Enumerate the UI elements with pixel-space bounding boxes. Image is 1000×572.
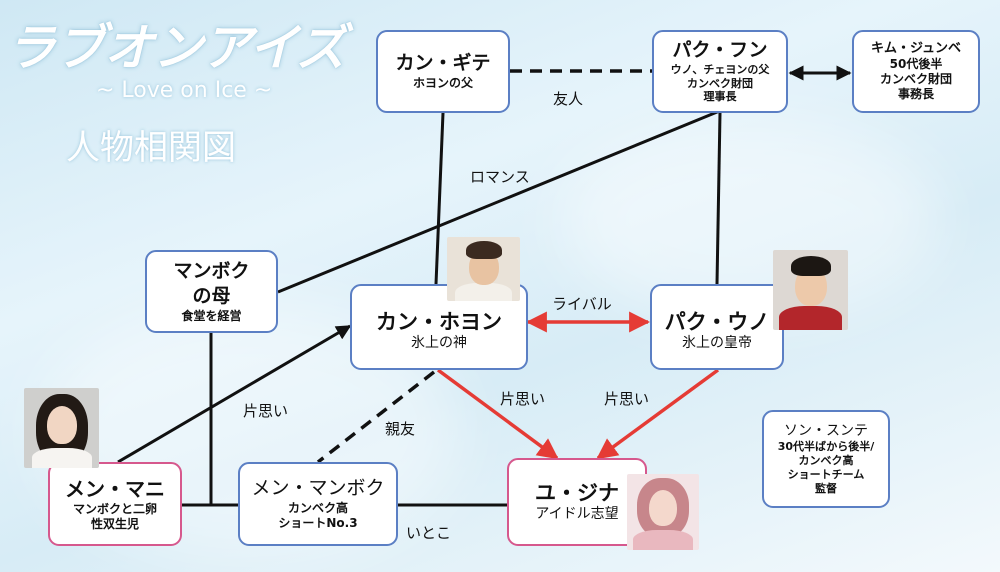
gite-hoyon-line: [434, 112, 445, 285]
node-desc: ウノ、チェヨンの父: [670, 62, 770, 76]
photo-male-icon: [773, 250, 848, 330]
photo-male-smiling-icon: [447, 237, 520, 301]
node-name: メン・マンボク: [251, 477, 385, 500]
node-desc: カンベク高: [798, 454, 854, 467]
node-kim-junbe: キム・ジュンベ 50代後半 カンベク財団 事務長: [852, 30, 980, 113]
hoyon-jina-arrow: [436, 368, 559, 460]
photo-female-idol-icon: [627, 474, 699, 550]
node-name: カン・ギテ: [395, 52, 491, 75]
node-desc: カンベク高: [287, 500, 348, 515]
node-name: マンボク の母: [173, 260, 250, 307]
mani-hoyon-line: [117, 324, 352, 464]
node-men-manbok: メン・マンボク カンベク高 ショートNo.3: [238, 462, 398, 546]
label-romance: ロマンス: [470, 168, 530, 186]
show-title: ラブオンアイズ: [6, 19, 346, 77]
node-desc: 性双生児: [90, 516, 139, 531]
node-desc: カンベク財団: [687, 76, 753, 90]
node-desc: 事務長: [897, 87, 934, 102]
node-kang-gite: カン・ギテ ホヨンの父: [376, 30, 510, 113]
label-rival: ライバル: [552, 295, 612, 313]
node-desc: ショートNo.3: [278, 515, 358, 530]
node-name: キム・ジュンベ: [870, 40, 962, 56]
node-desc: 監督: [815, 481, 837, 495]
node-desc: アイドル志望: [535, 506, 619, 523]
node-desc: 理事長: [703, 90, 737, 104]
node-desc: 30代半ばから後半/: [777, 440, 875, 454]
node-desc: 氷上の神: [411, 335, 467, 352]
node-desc: ホヨンの父: [412, 75, 473, 90]
chart-title: 人物相関図: [66, 128, 236, 168]
romance-line: [277, 108, 723, 294]
best-friend-line: [316, 370, 436, 464]
node-desc: 氷上の皇帝: [682, 335, 752, 352]
node-desc: 50代後半: [889, 57, 943, 72]
node-desc: ショートチーム: [787, 467, 865, 481]
node-manbok-mother: マンボク の母 食堂を経営: [145, 250, 278, 333]
node-son-sunte: ソン・スンテ 30代半ばから後半/ カンベク高 ショートチーム 監督: [762, 410, 890, 508]
node-name: パク・ウノ: [664, 310, 770, 335]
node-park-hun: パク・フン ウノ、チェヨンの父 カンベク財団 理事長: [652, 30, 788, 113]
node-name: ソン・スンテ: [784, 422, 868, 439]
node-name: ユ・ジナ: [535, 481, 619, 506]
node-desc: 食堂を経営: [181, 308, 242, 323]
label-unrequited-uno: 片思い: [604, 390, 650, 408]
uno-jina-arrow: [596, 368, 720, 460]
label-best-friend: 親友: [385, 420, 416, 438]
node-yu-jina: ユ・ジナ アイドル志望: [507, 458, 647, 546]
node-desc: マンボクと二卵: [72, 501, 157, 516]
node-desc: カンベク財団: [879, 72, 952, 87]
photo-female-icon: [24, 388, 99, 468]
node-park-uno: パク・ウノ 氷上の皇帝: [650, 284, 784, 370]
node-name: メン・マニ: [65, 476, 165, 501]
label-unrequited-mani: 片思い: [243, 402, 289, 420]
node-men-mani: メン・マニ マンボクと二卵 性双生児: [48, 462, 182, 546]
park-uno-line: [715, 112, 722, 285]
node-name: パク・フン: [672, 39, 768, 61]
label-friend: 友人: [553, 90, 584, 108]
label-unrequited-hoyon: 片思い: [500, 390, 546, 408]
title-block: ラブオンアイズ ~ Love on Ice ~ 人物相関図: [0, 0, 370, 180]
node-name: カン・ホヨン: [376, 310, 502, 335]
show-subtitle: ~ Love on Ice ~: [96, 78, 273, 103]
label-cousin: いとこ: [406, 524, 452, 542]
